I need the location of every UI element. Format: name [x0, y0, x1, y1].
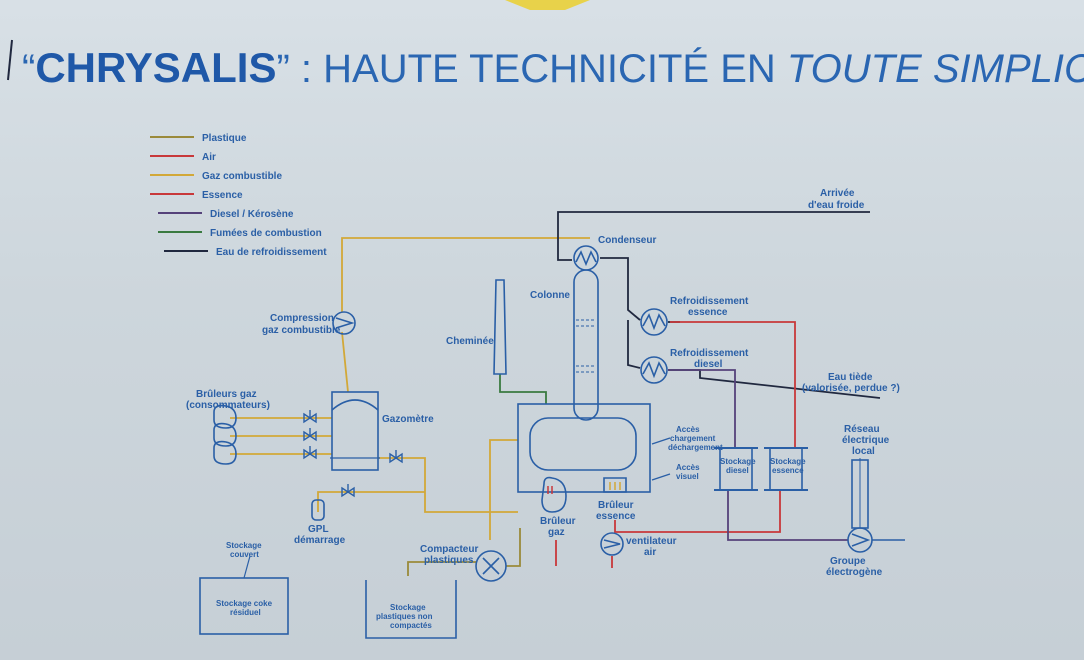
legend-label-gaz: Gaz combustible: [202, 171, 282, 182]
label-gasoline-cooling-1: Refroidissement: [670, 296, 749, 307]
gasoline-storage-tank: [764, 447, 808, 491]
title-bar-mark: [7, 39, 13, 81]
label-gas-burner-2: gaz: [548, 527, 565, 538]
air-fan: [600, 532, 624, 556]
label-loading-3: déchargement: [668, 443, 723, 452]
label-warm-water-2: (valorisée, perdue ?): [802, 383, 900, 394]
valves: [303, 410, 403, 498]
title-quote-open: “: [22, 47, 35, 91]
distillation-column: [573, 269, 599, 421]
title-brand: CHRYSALIS: [35, 44, 276, 91]
legend-label-air: Air: [202, 152, 216, 163]
label-diesel-cooling-2: diesel: [694, 359, 723, 370]
label-compactor-1: Compacteur: [420, 544, 478, 555]
label-generator-2: électrogène: [826, 567, 883, 578]
plastic-compactor: [475, 550, 507, 582]
legend-label-essence: Essence: [202, 190, 243, 201]
gasoline-pipes: [555, 321, 796, 568]
label-cold-water-1: Arrivée: [820, 188, 855, 199]
legend-label-eau: Eau de refroidissement: [216, 247, 327, 258]
label-lpg-1: GPL: [308, 524, 329, 535]
gasoline-cooler: [640, 308, 668, 336]
label-loading-1: Accès: [676, 425, 700, 434]
coke-storage-box: [199, 555, 289, 635]
label-compression-2: gaz combustible: [262, 325, 341, 336]
plastic-storage-box: [365, 580, 457, 639]
label-gas-burners-2: (consommateurs): [186, 400, 270, 411]
label-plastic-storage-3: compactés: [390, 621, 432, 630]
label-compactor-2: plastiques: [424, 555, 474, 566]
generator: [847, 458, 905, 553]
chimney: [493, 279, 507, 375]
label-gas-burner-1: Brûleur: [540, 516, 576, 527]
label-coke-storage-1: Stockage coke: [216, 599, 273, 608]
label-warm-water-1: Eau tiède: [828, 372, 873, 383]
pyrolysis-reactor: [517, 403, 651, 493]
label-gasoline-burner-1: Brûleur: [598, 500, 634, 511]
label-gasometer: Gazomètre: [382, 414, 434, 425]
diesel-cooler: [640, 356, 668, 384]
label-visual-2: visuel: [676, 472, 699, 481]
label-loading-2: chargement: [670, 434, 716, 443]
yellow-logo-fragment: [505, 0, 590, 10]
label-gasoline-cooling-2: essence: [688, 307, 728, 318]
diesel-storage-tank: [714, 447, 758, 491]
label-covered-storage-1: Stockage: [226, 541, 262, 550]
label-grid-2: électrique: [842, 435, 890, 446]
label-column: Colonne: [530, 290, 570, 301]
label-grid-1: Réseau: [844, 424, 880, 435]
legend-label-fumees: Fumées de combustion: [210, 228, 322, 239]
label-visual-1: Accès: [676, 463, 700, 472]
diesel-pipes: [668, 369, 848, 541]
label-chimney: Cheminée: [446, 336, 494, 347]
label-condenser: Condenseur: [598, 235, 656, 246]
label-compression-1: Compression: [270, 313, 334, 324]
label-plastic-storage-1: Stockage: [390, 603, 426, 612]
label-diesel-storage-1: Stockage: [720, 457, 756, 466]
gas-compressor: [332, 311, 356, 335]
label-coke-storage-2: résiduel: [230, 608, 261, 617]
gasometer: [330, 391, 380, 471]
label-fan-2: air: [644, 547, 656, 558]
label-lpg-2: démarrage: [294, 535, 346, 546]
gas-burner-blower: [541, 476, 567, 513]
title-rest-b: TOUTE SIMPLICITÉ: [787, 46, 1084, 91]
title-rest-a: : HAUTE TECHNICITÉ EN: [290, 46, 787, 91]
label-gasoline-storage-1: Stockage: [770, 457, 806, 466]
legend-label-plastique: Plastique: [202, 133, 247, 144]
page-title: “CHRYSALIS” : HAUTE TECHNICITÉ EN TOUTE …: [22, 44, 1084, 91]
label-gas-burners-1: Brûleurs gaz: [196, 389, 257, 400]
plastic-pipes: [407, 528, 521, 576]
label-cold-water-2: d'eau froide: [808, 200, 865, 211]
title-quote-close: ”: [276, 47, 289, 91]
label-fan-1: ventilateur: [626, 536, 677, 547]
label-gasoline-storage-2: essence: [772, 466, 804, 475]
lpg-bottle: [311, 499, 325, 521]
legend-label-diesel: Diesel / Kérosène: [210, 209, 294, 220]
label-diesel-storage-2: diesel: [726, 466, 749, 475]
label-gasoline-burner-2: essence: [596, 511, 636, 522]
label-generator-1: Groupe: [830, 556, 866, 567]
access-arrows: [651, 437, 671, 481]
label-covered-storage-2: couvert: [230, 550, 259, 559]
gas-pipes: [230, 237, 590, 540]
condenser: [573, 245, 599, 271]
label-plastic-storage-2: plastiques non: [376, 612, 433, 621]
flue-gas-pipes: [499, 374, 547, 404]
gas-burners: [213, 404, 237, 465]
label-grid-3: local: [852, 446, 875, 457]
gasoline-burner: [603, 477, 627, 493]
label-diesel-cooling-1: Refroidissement: [670, 348, 749, 359]
